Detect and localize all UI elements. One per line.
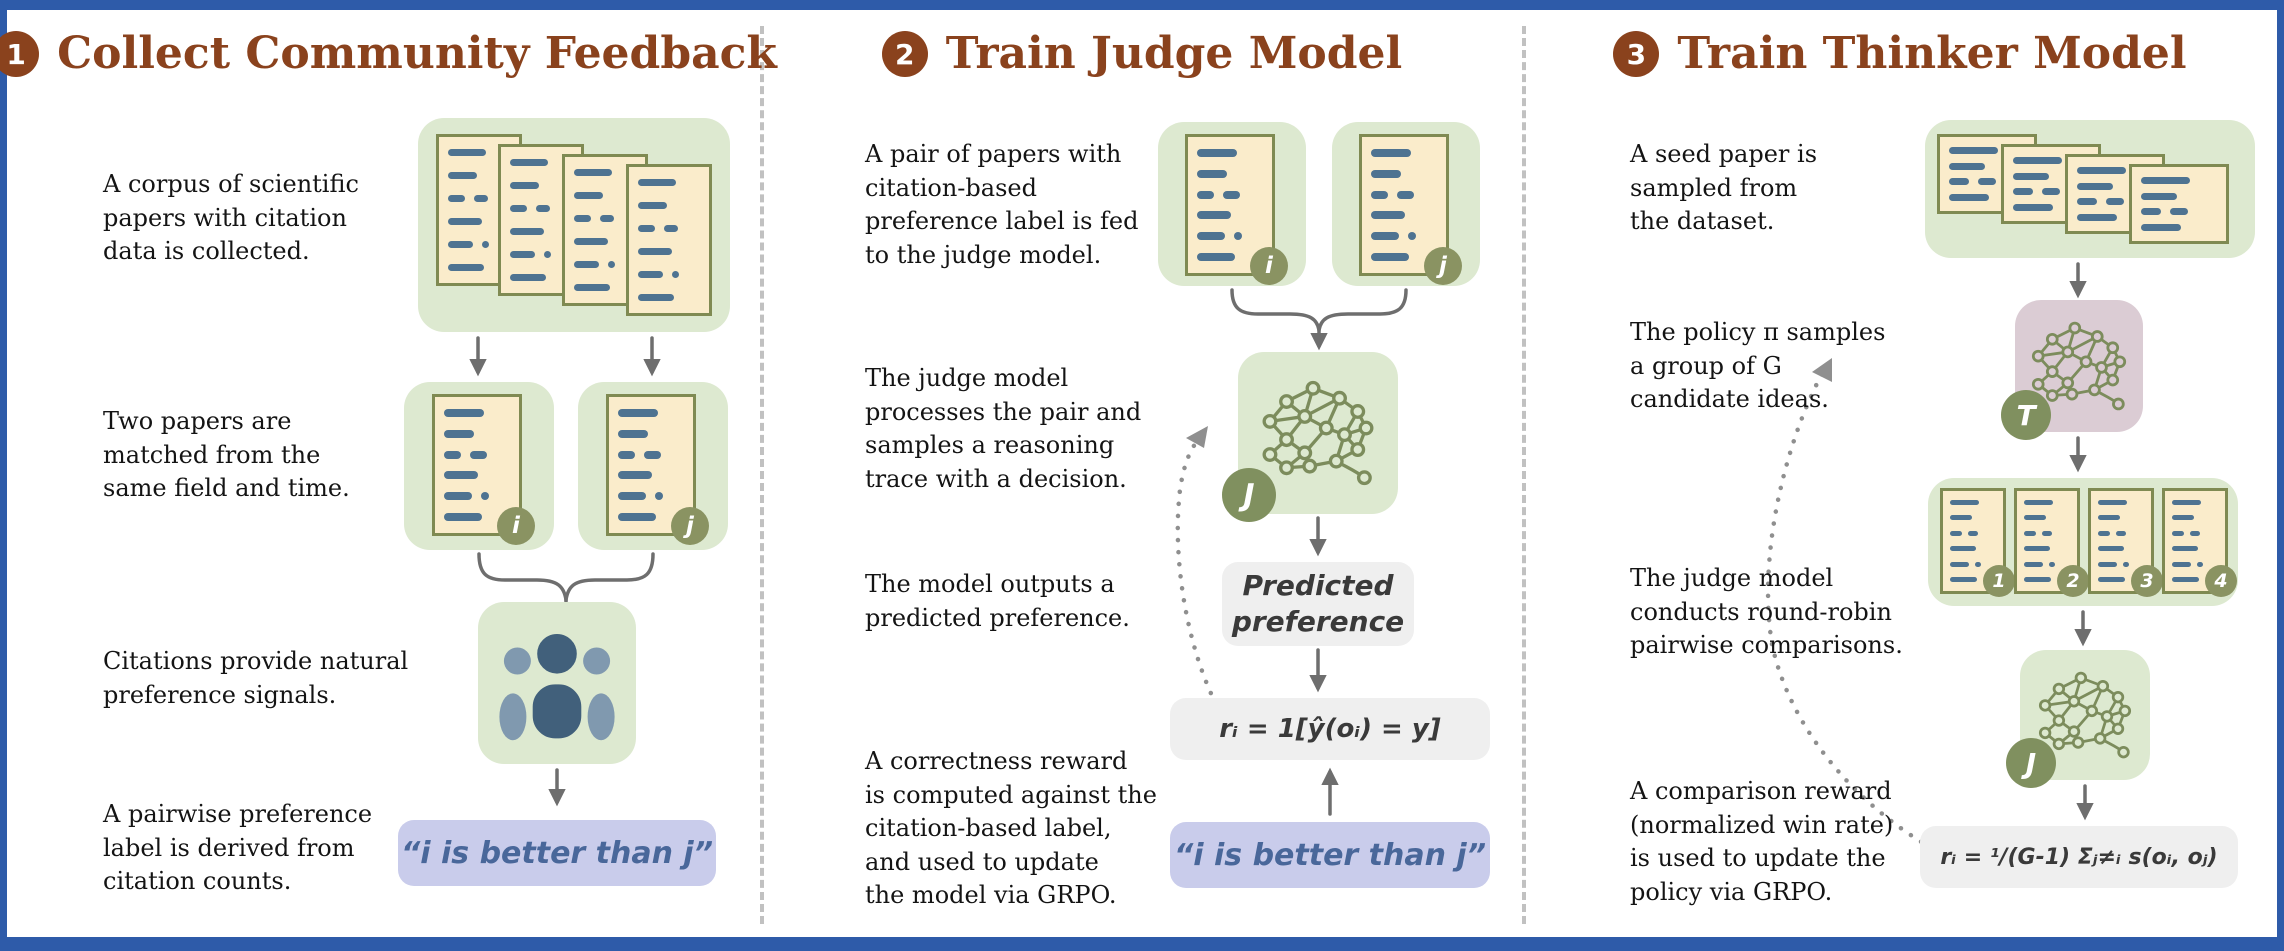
judge-badge: J [1222,468,1276,522]
paper-i-box-2: i [1158,122,1306,286]
paper-icon: 1 [1940,488,2015,597]
paper-icon: 4 [2162,488,2237,597]
step-text-corpus: A corpus of scientific papers with citat… [103,170,359,266]
paper-icon: i [1185,134,1288,285]
panel-title-text: Train Judge Model [945,28,1403,79]
thinker-model-box: T [2001,300,2143,440]
panel-divider-2 [1522,26,1526,924]
step-text-policy-samples: The policy π samples a group of G candid… [1630,318,1886,414]
corpus-box [418,118,730,332]
judge-model-box: J [1222,352,1398,522]
candidate-badge-2: 2 [2057,565,2089,597]
paper-j-box: j [578,382,728,550]
predicted-preference-box: Predicted preference [1222,562,1414,646]
step-text-seed: A seed paper is sampled from the dataset… [1630,140,1818,236]
step-text-comparison-reward: A comparison reward (normalized win rate… [1630,777,1894,906]
paper-icon: j [1359,134,1462,285]
step-text-outputs: The model outputs a predicted preference… [865,570,1130,632]
preference-label-box: “i is better than j” [398,820,716,886]
paper-icon [626,164,712,316]
step-number-icon: 3 [1613,31,1660,78]
candidate-badge-1: 1 [1983,565,2015,597]
paper-badge-i: i [1250,247,1288,285]
step-text-judge-process: The judge model processes the pair and s… [865,364,1142,493]
step-text-pair-fed: A pair of papers with citation-based pre… [865,140,1139,269]
paper-icon: 2 [2014,488,2089,597]
paper-icon: j [606,394,709,545]
panel-title-thinker: 3 Train Thinker Model [1550,28,2250,79]
comparison-reward-formula-box: rᵢ = ¹/(G-1) Σⱼ≠ᵢ s(oᵢ, oⱼ) [1920,826,2238,888]
candidate-badge-4: 4 [2205,565,2237,597]
step-number-icon: 2 [881,31,928,78]
arrowhead-feedback-judge [1186,426,1208,448]
judge-model-box-2: J [2006,650,2150,788]
step-text-correctness-reward: A correctness reward is computed against… [865,747,1157,910]
frame-border-top [0,0,2284,10]
paper-j-box-2: j [1332,122,1480,286]
paper-icon [2129,164,2229,244]
feedback-dotted-arrow-thinker [1765,369,1945,857]
correctness-reward-formula: rᵢ = 1[ŷ(oᵢ) = y] [1219,714,1441,744]
seed-dataset-box [1925,120,2255,258]
paper-badge-j: j [1424,247,1462,285]
thinker-badge: T [2001,390,2051,440]
correctness-reward-formula-box: rᵢ = 1[ŷ(oᵢ) = y] [1170,698,1490,760]
merge-brace-pair-2 [1230,288,1408,332]
step-text-round-robin: The judge model conducts round-robin pai… [1630,564,1903,660]
feedback-dotted-arrow-judge [1175,433,1219,707]
paper-badge-i: i [497,507,535,545]
comparison-reward-formula: rᵢ = ¹/(G-1) Σⱼ≠ᵢ s(oᵢ, oⱼ) [1940,844,2218,870]
judge-badge: J [2006,738,2056,788]
candidate-ideas-box: 1 2 3 4 [1928,478,2238,606]
panel-title-text: Train Thinker Model [1677,28,2187,79]
step-number-icon: 1 [0,31,40,78]
citation-label-box: “i is better than j” [1170,822,1490,888]
merge-brace-pair-1 [477,552,655,602]
frame-border-right [2277,0,2284,951]
community-box [478,602,636,764]
candidate-badge-3: 3 [2131,565,2163,597]
citation-label-text: “i is better than j” [1173,837,1487,873]
panel-title-collect: 1 Collect Community Feedback [0,29,777,78]
arrowhead-feedback-thinker [1812,358,1832,382]
paper-badge-j: j [671,507,709,545]
predicted-preference-text: Predicted preference [1231,568,1405,638]
frame-border-left [0,0,7,951]
paper-icon: 3 [2088,488,2163,597]
panel-divider-1 [760,26,764,924]
paper-icon: i [432,394,535,545]
brain-network-icon [2036,671,2134,759]
frame-border-bottom [0,937,2284,951]
panel-title-text: Collect Community Feedback [57,28,777,79]
step-text-match: Two papers are matched from the same fie… [103,407,350,503]
people-icon [499,628,615,742]
preference-label-text: “i is better than j” [400,835,714,871]
brain-network-icon [1257,380,1379,486]
paper-i-box: i [404,382,554,550]
step-text-citations: Citations provide natural preference sig… [103,647,409,709]
step-text-pairwise-label: A pairwise preference label is derived f… [103,800,373,896]
panel-title-judge: 2 Train Judge Model [792,28,1492,79]
